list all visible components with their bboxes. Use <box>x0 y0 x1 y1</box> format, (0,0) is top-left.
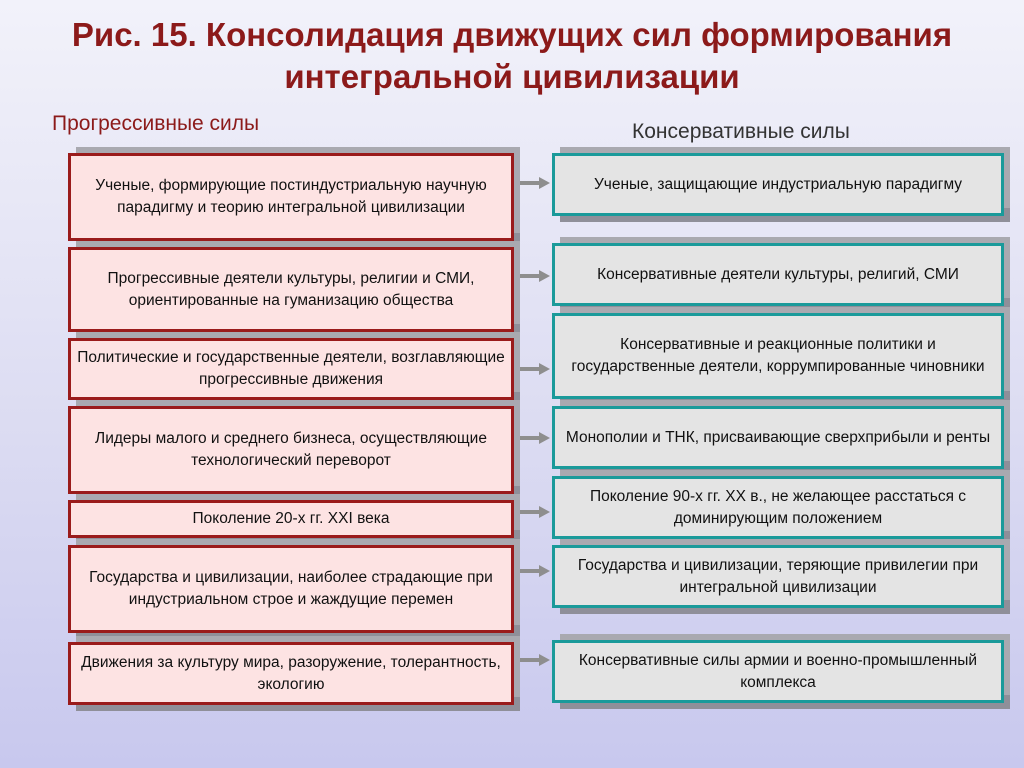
arrow-5 <box>520 506 550 518</box>
title-line-2: интегральной цивилизации <box>284 58 740 95</box>
progressive-box-6: Государства и цивилизации, наиболее стра… <box>68 545 514 633</box>
conservative-box-3: Консервативные и реакционные политики и … <box>552 313 1004 399</box>
progressive-box-5: Поколение 20-х гг. XXI века <box>68 500 514 538</box>
arrow-1 <box>520 177 550 189</box>
progressive-box-3: Политические и государственные деятели, … <box>68 338 514 400</box>
conservative-box-4: Монополии и ТНК, присваивающие сверхприб… <box>552 406 1004 469</box>
arrow-6 <box>520 565 550 577</box>
arrow-7 <box>520 654 550 666</box>
arrow-3 <box>520 363 550 375</box>
slide-title: Рис. 15. Консолидация движущих сил форми… <box>0 14 1024 98</box>
arrow-2 <box>520 270 550 282</box>
conservative-box-2: Консервативные деятели культуры, религий… <box>552 243 1004 306</box>
conservative-box-6: Государства и цивилизации, теряющие прив… <box>552 545 1004 608</box>
arrow-4 <box>520 432 550 444</box>
progressive-box-7: Движения за культуру мира, разоружение, … <box>68 642 514 705</box>
progressive-box-2: Прогрессивные деятели культуры, религии … <box>68 247 514 332</box>
progressive-box-1: Ученые, формирующие постиндустриальную н… <box>68 153 514 241</box>
conservative-box-7: Консервативные силы армии и военно-промы… <box>552 640 1004 703</box>
progressive-forces-heading: Прогрессивные силы <box>52 112 260 135</box>
conservative-box-5: Поколение 90-х гг. XX в., не желающее ра… <box>552 476 1004 539</box>
conservative-box-1: Ученые, защищающие индустриальную паради… <box>552 153 1004 216</box>
conservative-forces-heading: Консервативные силы <box>632 120 850 143</box>
title-line-1: Рис. 15. Консолидация движущих сил форми… <box>71 16 953 53</box>
progressive-box-4: Лидеры малого и среднего бизнеса, осущес… <box>68 406 514 494</box>
